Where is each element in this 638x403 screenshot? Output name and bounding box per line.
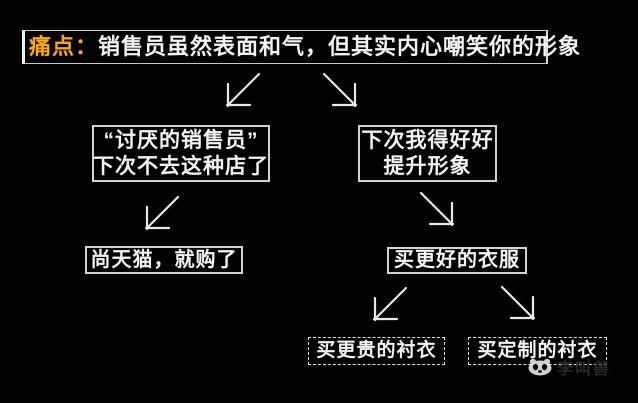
pain-point-label: 痛点： [29, 33, 99, 59]
node-hate-line1: “讨厌的销售员” [103, 128, 259, 152]
node-improve-line2: 提升形象 [383, 154, 472, 178]
arrow-down-right-icon [500, 285, 536, 321]
node-custom-shirt: 买定制的衬衣 [468, 337, 607, 365]
node-tmall-text: 尚天猫，就购了 [90, 248, 238, 271]
node-improve-line1: 下次我得好好 [361, 128, 494, 152]
arrow-down-left-icon [372, 286, 408, 322]
arrow-down-right-icon [419, 191, 455, 227]
arrow-down-left-icon [225, 72, 261, 108]
node-expensive-shirt: 买更贵的衬衣 [308, 337, 445, 365]
node-better-clothes: 买更好的衣服 [387, 247, 527, 274]
node-improve-image: 下次我得好好 提升形象 [358, 125, 497, 182]
node-better-text: 买更好的衣服 [394, 249, 520, 272]
node-hate-line2: 下次不去这种店了 [93, 154, 269, 178]
node-expensive-text: 买更贵的衬衣 [316, 340, 437, 362]
node-hate-salesperson: “讨厌的销售员” 下次不去这种店了 [92, 125, 270, 182]
pain-point-title-box: 痛点： 销售员虽然表面和气，但其实内心嘲笑你的形象 [22, 30, 580, 64]
pain-point-text: 销售员虽然表面和气，但其实内心嘲笑你的形象 [98, 33, 582, 59]
arrow-down-right-icon [322, 72, 358, 108]
arrow-down-left-icon [144, 195, 180, 231]
node-tmall: 尚天猫，就购了 [85, 246, 243, 274]
node-custom-text: 买定制的衬衣 [477, 340, 598, 362]
